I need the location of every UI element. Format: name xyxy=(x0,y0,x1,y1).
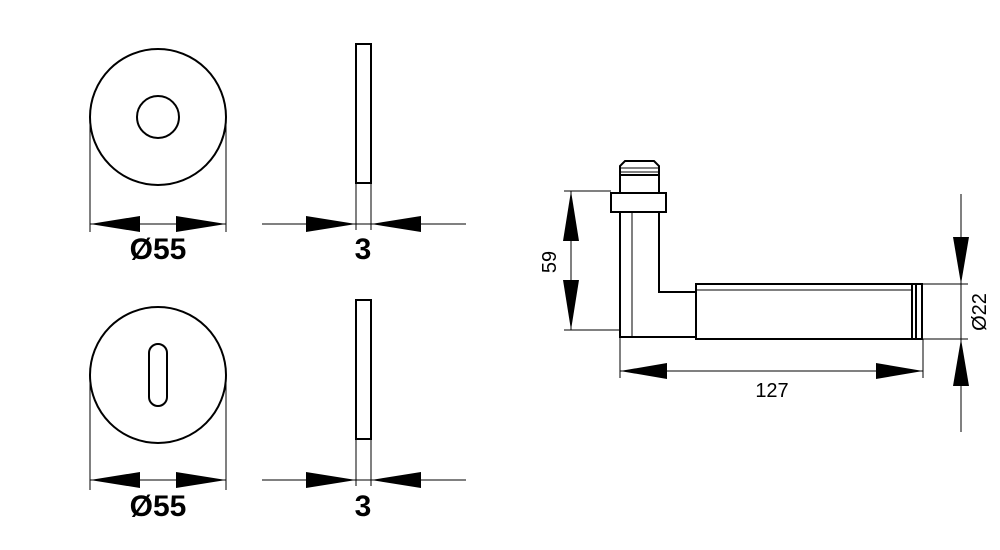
rose-front-view-top: Ø55 xyxy=(89,48,227,266)
rose-diameter-label-top: Ø55 xyxy=(130,233,187,266)
lever-neck xyxy=(619,212,696,338)
grip-diameter-label: Ø22 xyxy=(969,293,991,331)
lever-collar xyxy=(610,192,667,213)
keyhole-slot xyxy=(148,343,168,407)
grip-diameter-dimension: Ø22 xyxy=(922,194,991,432)
lever-grip xyxy=(695,283,923,340)
rose-side-view-bottom: 3 xyxy=(262,299,466,523)
rose-profile-top xyxy=(355,43,372,184)
rose-front-view-bottom: Ø55 xyxy=(89,306,227,523)
lever-length-label: 127 xyxy=(755,380,788,402)
rose-thickness-label-bottom: 3 xyxy=(355,490,372,523)
rose-side-view-top: 3 xyxy=(262,43,466,266)
spindle-hole xyxy=(136,95,180,139)
lever-handle-side-view xyxy=(610,160,923,340)
lever-height-dimension: 59 xyxy=(539,190,620,331)
rose-diameter-label-bottom: Ø55 xyxy=(130,490,187,523)
rose-outline-top xyxy=(89,48,227,186)
rose-profile-bottom xyxy=(355,299,372,440)
rose-outline-bottom xyxy=(89,306,227,444)
rose-thickness-label-top: 3 xyxy=(355,233,372,266)
lever-height-label: 59 xyxy=(539,251,561,273)
lever-length-dimension: 127 xyxy=(619,337,924,402)
